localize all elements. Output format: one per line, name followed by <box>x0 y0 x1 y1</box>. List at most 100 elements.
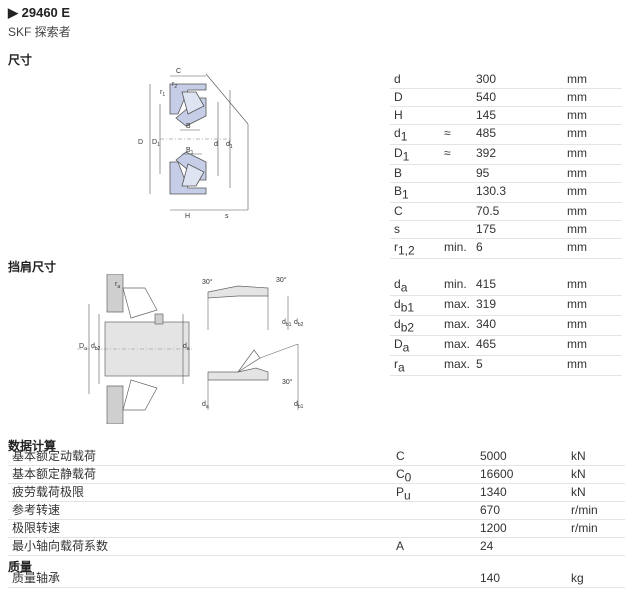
symbol-subscript: u <box>404 488 411 503</box>
symbol-letter: d <box>394 297 401 311</box>
param-symbol: r1,2 <box>394 240 415 258</box>
symbol-letter: d <box>394 72 401 86</box>
calc-symbol: C0 <box>396 467 411 485</box>
param-symbol: Da <box>394 337 409 355</box>
param-symbol: s <box>394 222 400 237</box>
label-r2: r2 <box>172 81 177 90</box>
param-value: 540 <box>476 90 497 104</box>
param-symbol: D1 <box>394 146 409 164</box>
symbol-subscript: a <box>402 340 410 355</box>
mounting-diagram: ra Da db2 da <box>77 274 193 424</box>
symbol-subscript: b1 <box>400 300 415 315</box>
label-db1-detail: db1 <box>294 401 304 410</box>
param-symbol: db1 <box>394 297 414 315</box>
symbol-subscript: 1 <box>402 187 409 202</box>
symbol-letter: d <box>394 317 401 331</box>
param-symbol: C <box>394 204 403 219</box>
label-D1: D1 <box>152 139 160 148</box>
label-da: da <box>183 343 190 352</box>
param-qualifier: max. <box>444 317 471 331</box>
calc-label: 参考转速 <box>12 503 61 517</box>
param-symbol: D <box>394 90 403 105</box>
calc-value: 1200 <box>480 521 507 535</box>
calc-value: 16600 <box>480 467 514 481</box>
param-unit: mm <box>567 222 587 236</box>
param-unit: mm <box>567 357 587 371</box>
section-calc: 数据计算 <box>8 439 57 453</box>
param-value: 95 <box>476 166 490 180</box>
param-value: 145 <box>476 108 497 122</box>
symbol-letter: d <box>394 126 401 140</box>
calc-value: 1340 <box>480 485 507 499</box>
label-H: H <box>185 213 190 220</box>
label-da-detail: da <box>202 401 209 410</box>
param-unit: mm <box>567 126 587 140</box>
calc-unit: kN <box>571 449 586 463</box>
param-qualifier: min. <box>444 277 467 291</box>
param-value: 70.5 <box>476 204 500 218</box>
symbol-letter: A <box>396 539 405 553</box>
bearing-section-diagram: C r2 r1 D D1 B B1 d d1 H s <box>138 68 249 220</box>
label-B1: B1 <box>186 147 194 156</box>
calc-symbol: Pu <box>396 485 411 503</box>
param-value: 319 <box>476 297 497 311</box>
param-qualifier: ≈ <box>444 146 451 160</box>
calc-row: 最小轴向载荷系数 A 24 <box>8 538 625 556</box>
calc-label: 基本额定动载荷 <box>12 449 97 463</box>
label-B: B <box>186 123 191 130</box>
symbol-letter: C <box>396 449 405 463</box>
symbol-letter: r <box>394 240 398 254</box>
param-value: 340 <box>476 317 497 331</box>
symbol-letter: s <box>394 222 400 236</box>
calc-value: 24 <box>480 539 494 553</box>
symbol-subscript: 1,2 <box>398 243 415 258</box>
label-db2: db2 <box>91 343 101 352</box>
label-db1: db1 <box>282 319 292 328</box>
label-c: C <box>176 68 181 75</box>
param-qualifier: max. <box>444 357 471 371</box>
calc-value: 670 <box>480 503 501 517</box>
label-d: d <box>214 141 218 148</box>
param-symbol: H <box>394 108 403 123</box>
symbol-letter: d <box>394 277 401 291</box>
param-unit: mm <box>567 204 587 218</box>
param-unit: mm <box>567 184 587 198</box>
param-unit: mm <box>567 72 587 86</box>
symbol-letter: r <box>394 357 398 371</box>
calc-unit: kN <box>571 485 586 499</box>
symbol-letter: H <box>394 108 403 122</box>
calc-value: 140 <box>480 571 501 585</box>
calc-unit: r/min <box>571 521 598 535</box>
param-qualifier: max. <box>444 297 471 311</box>
label-angle-2: 30° <box>276 276 287 284</box>
param-qualifier: min. <box>444 240 467 254</box>
param-row: H 145 mm <box>390 107 622 125</box>
symbol-letter: C <box>394 204 403 218</box>
param-symbol: da <box>394 277 407 295</box>
param-symbol: B <box>394 166 402 181</box>
symbol-subscript: 1 <box>400 129 408 144</box>
param-unit: mm <box>567 146 587 160</box>
calc-unit: kg <box>571 571 584 585</box>
label-ra: ra <box>115 281 120 290</box>
calc-label: 最小轴向载荷系数 <box>12 539 109 553</box>
bearing-title: ▶ 29460 E <box>8 5 70 21</box>
abutment-detail-diagram: 30° 30° 30° db1 db2 da db1 <box>202 276 304 410</box>
calc-label: 基本额定静载荷 <box>12 467 97 481</box>
calc-symbol: C <box>396 449 405 464</box>
param-qualifier: max. <box>444 337 471 351</box>
triangle-icon: ▶ <box>8 5 18 20</box>
param-unit: mm <box>567 108 587 122</box>
